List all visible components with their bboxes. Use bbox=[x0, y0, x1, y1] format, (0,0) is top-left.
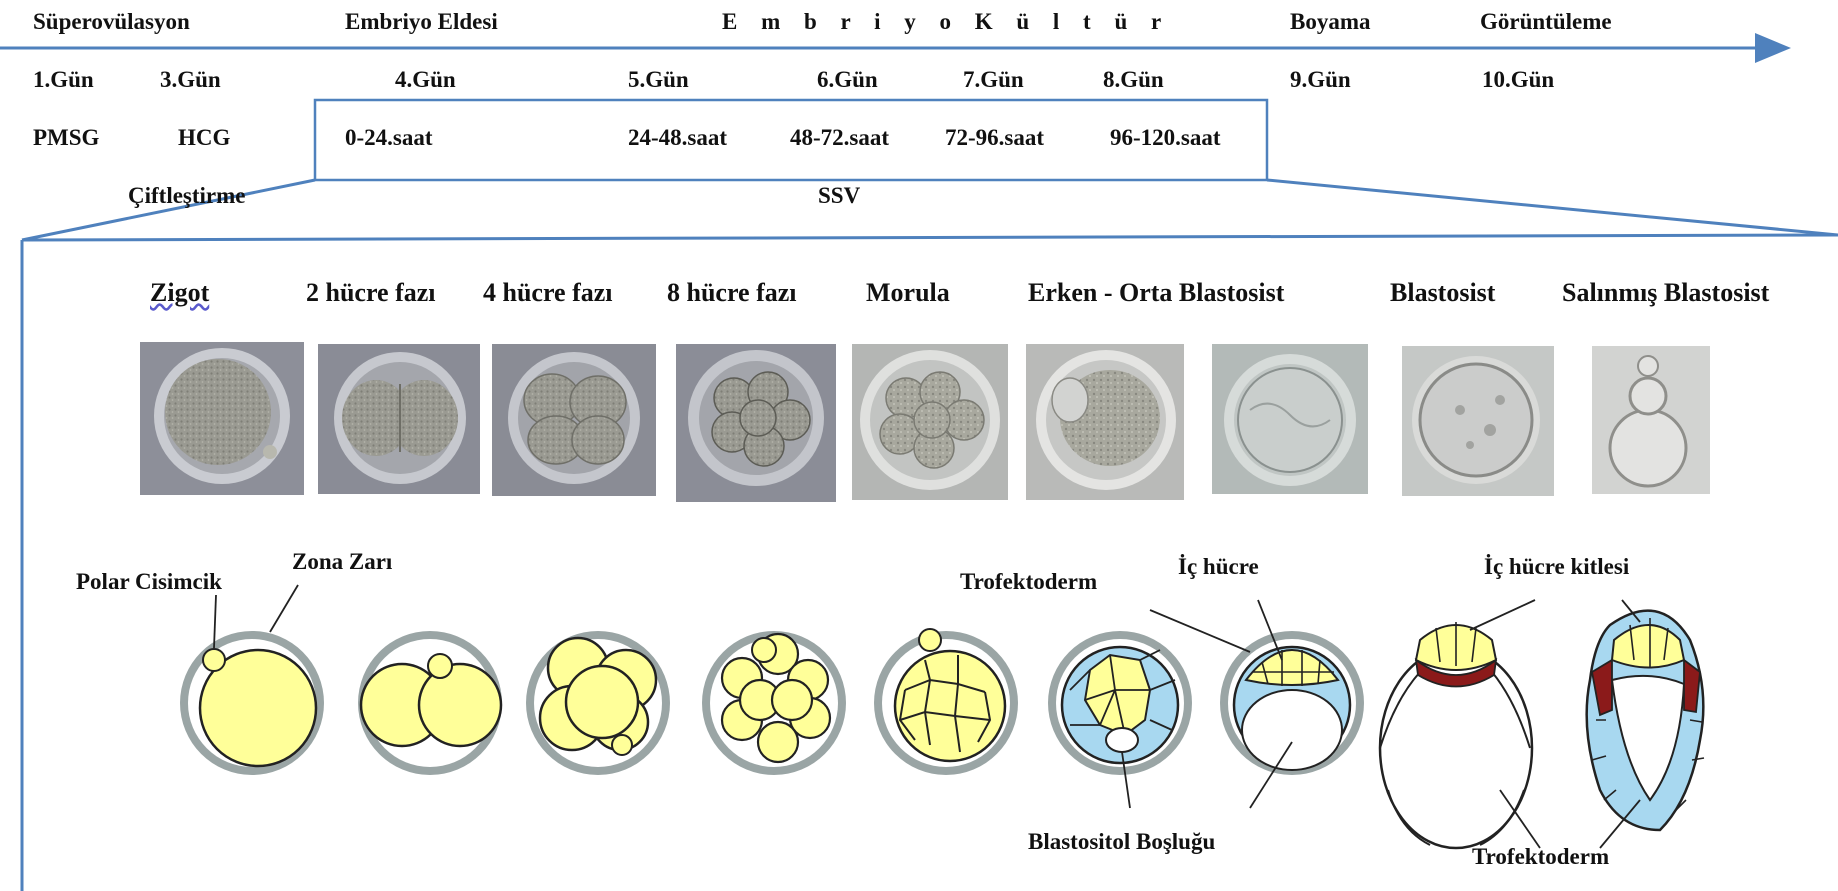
schematic-hatching-blastocyst bbox=[1380, 622, 1532, 848]
schematic-2cell bbox=[358, 631, 502, 775]
schematic-morula bbox=[874, 629, 1018, 775]
label-inner-cell-mass: İç hücre kitlesi bbox=[1484, 555, 1629, 578]
schematic-early-blastocyst bbox=[1048, 631, 1192, 775]
label-trophectoderm-bottom: Trofektoderm bbox=[1472, 845, 1609, 868]
schematic-zygote bbox=[180, 631, 324, 775]
label-inner-cell: İç hücre bbox=[1178, 555, 1259, 578]
label-polar-body: Polar Cisimcik bbox=[76, 570, 222, 593]
schematic-8cell bbox=[702, 631, 846, 775]
schematic-blastocyst bbox=[1220, 631, 1364, 775]
label-trophectoderm-top: Trofektoderm bbox=[960, 570, 1097, 593]
label-blastocoel: Blastositol Boşluğu bbox=[1028, 830, 1215, 853]
schematic-4cell bbox=[526, 631, 670, 775]
label-zona: Zona Zarı bbox=[292, 550, 392, 573]
schematic-hatched-blastocyst bbox=[1587, 611, 1704, 830]
